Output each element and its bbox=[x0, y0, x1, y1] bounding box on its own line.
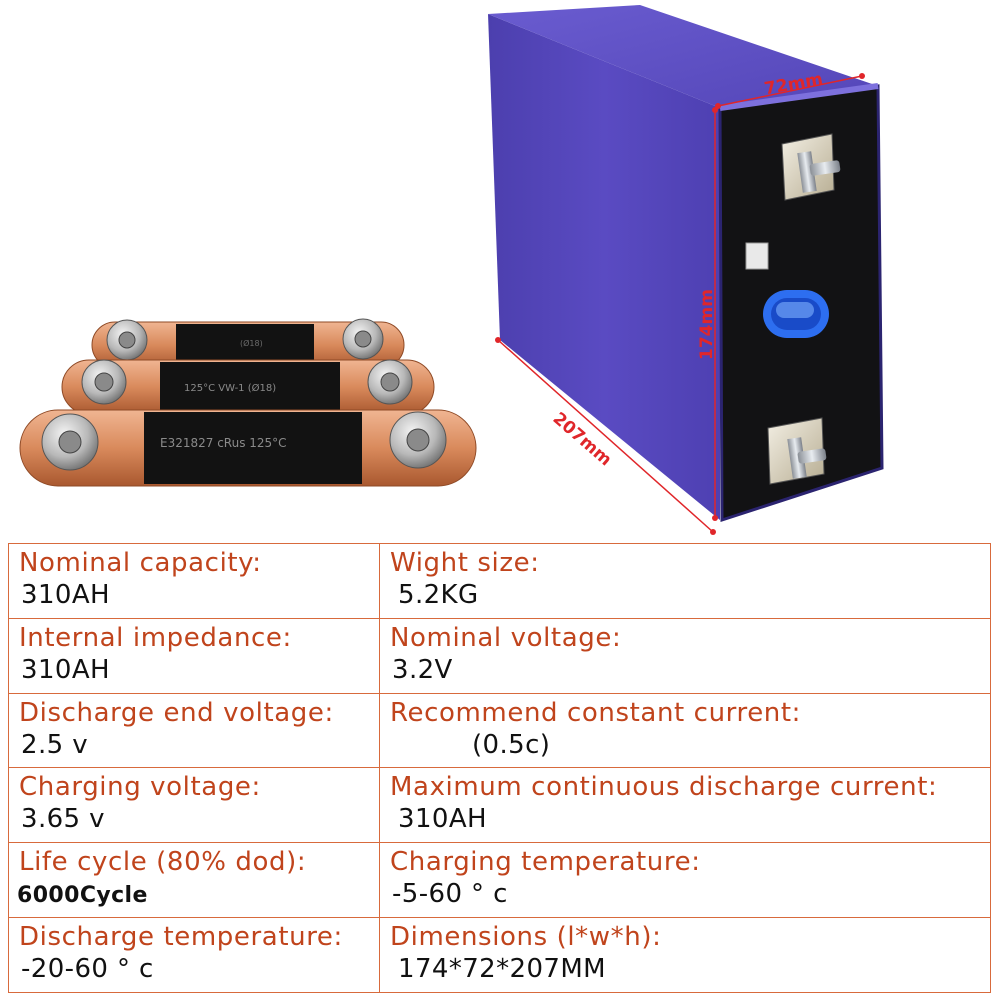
spec-label: Recommend constant current: bbox=[390, 697, 802, 728]
spec-cell-charging-temperature: Charging temperature: -5-60 ° c bbox=[379, 842, 991, 919]
spec-cell-weight: Wight size: 5.2KG bbox=[379, 543, 991, 619]
busbar-middle-marking: 125°C VW-1 (Ø18) bbox=[184, 382, 276, 394]
spec-cell-internal-impedance: Internal impedance: 310AH bbox=[8, 617, 380, 694]
spec-value: 2.5 v bbox=[21, 729, 88, 760]
spec-label: Dimensions (l*w*h): bbox=[390, 922, 662, 953]
busbar-bottom: E321827 cRus 125°C bbox=[19, 409, 477, 487]
spec-row: Charging voltage: 3.65 v Maximum continu… bbox=[8, 767, 991, 844]
spec-label: Maximum continuous discharge current: bbox=[390, 772, 938, 803]
busbar-top: (Ø18) bbox=[91, 318, 405, 369]
spec-value: 310AH bbox=[21, 580, 110, 610]
spec-cell-max-discharge-current: Maximum continuous discharge current: 31… bbox=[379, 767, 991, 844]
bottom-terminal bbox=[767, 417, 827, 485]
spec-cell-nominal-capacity: Nominal capacity: 310AH bbox=[8, 543, 380, 619]
spec-label: Internal impedance: bbox=[19, 622, 292, 653]
spec-label: Wight size: bbox=[390, 548, 540, 578]
busbar-top-marking: (Ø18) bbox=[240, 338, 263, 348]
spec-value: 310AH bbox=[398, 804, 487, 835]
spec-row: Internal impedance: 310AH Nominal voltag… bbox=[8, 617, 991, 694]
spec-value: 3.2V bbox=[392, 654, 453, 685]
spec-value: 6000Cycle bbox=[17, 883, 148, 909]
top-terminal bbox=[781, 133, 841, 201]
spec-row: Discharge temperature: -20-60 ° c Dimens… bbox=[8, 917, 991, 993]
height-dimension-label: 174mm bbox=[697, 289, 717, 360]
spec-value: 3.65 v bbox=[21, 804, 105, 835]
busbar-middle: 125°C VW-1 (Ø18) bbox=[61, 359, 435, 415]
spec-row: Discharge end voltage: 2.5 v Recommend c… bbox=[8, 692, 991, 769]
qr-label bbox=[745, 242, 769, 270]
spec-cell-life-cycle: Life cycle (80% dod): 6000Cycle bbox=[8, 842, 380, 919]
spec-cell-discharge-temperature: Discharge temperature: -20-60 ° c bbox=[8, 917, 380, 993]
safety-vent bbox=[763, 290, 829, 338]
spec-row: Life cycle (80% dod): 6000Cycle Charging… bbox=[8, 842, 991, 919]
spec-label: Charging voltage: bbox=[19, 772, 261, 803]
spec-value: 5.2KG bbox=[398, 580, 479, 610]
spec-cell-nominal-voltage: Nominal voltage: 3.2V bbox=[379, 617, 991, 694]
spec-value: -5-60 ° c bbox=[392, 879, 508, 910]
dimension-lines bbox=[495, 73, 865, 535]
spec-label: Nominal voltage: bbox=[390, 622, 622, 653]
spec-cell-charging-voltage: Charging voltage: 3.65 v bbox=[8, 767, 380, 844]
spec-label: Charging temperature: bbox=[390, 847, 701, 878]
spec-label: Discharge temperature: bbox=[19, 922, 343, 953]
spec-cell-dimensions: Dimensions (l*w*h): 174*72*207MM bbox=[379, 917, 991, 993]
spec-label: Discharge end voltage: bbox=[19, 697, 334, 728]
spec-cell-discharge-end-voltage: Discharge end voltage: 2.5 v bbox=[8, 692, 380, 769]
spec-table: Nominal capacity: 310AH Wight size: 5.2K… bbox=[8, 543, 991, 993]
busbar-bottom-marking: E321827 cRus 125°C bbox=[160, 436, 287, 450]
spec-cell-recommend-constant-current: Recommend constant current: (0.5c) bbox=[379, 692, 991, 769]
spec-value: -20-60 ° c bbox=[21, 954, 154, 985]
spec-value: 174*72*207MM bbox=[398, 954, 607, 985]
spec-label: Nominal capacity: bbox=[19, 548, 262, 578]
spec-label: Life cycle (80% dod): bbox=[19, 847, 307, 878]
spec-value: 310AH bbox=[21, 654, 110, 685]
spec-row: Nominal capacity: 310AH Wight size: 5.2K… bbox=[8, 543, 991, 619]
product-illustration: (Ø18) 125°C VW-1 (Ø18) E321827 cRus 125°… bbox=[19, 5, 884, 535]
spec-value: (0.5c) bbox=[472, 729, 551, 760]
